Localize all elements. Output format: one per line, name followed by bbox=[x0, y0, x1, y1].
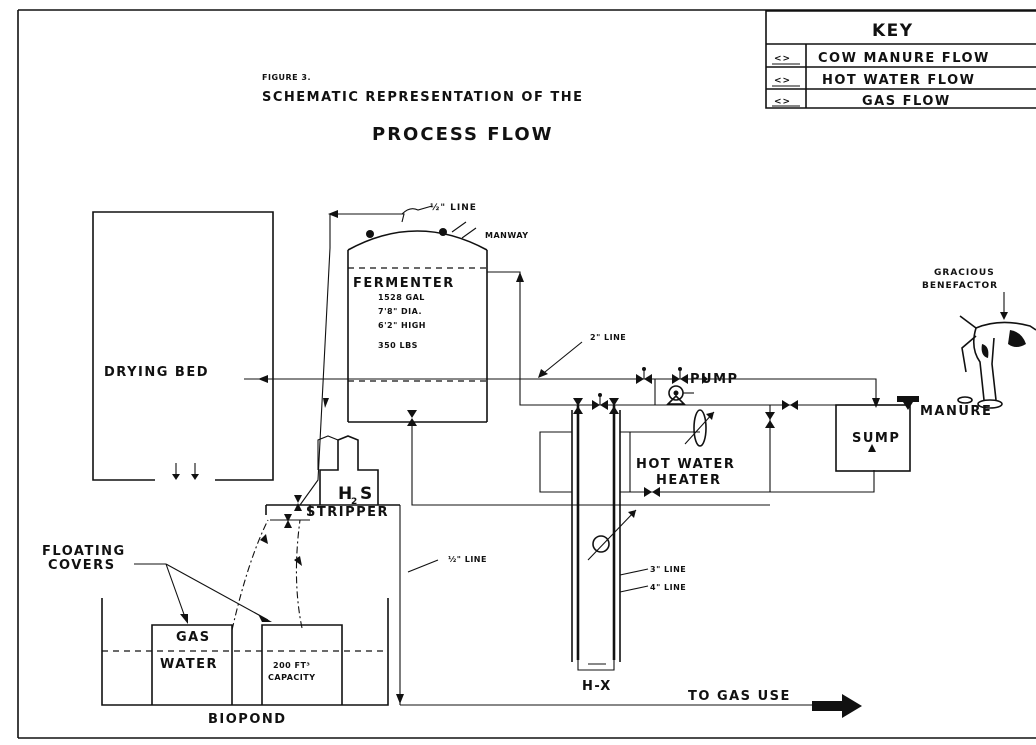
valves-2in bbox=[636, 367, 708, 384]
manway-label: MANWAY bbox=[485, 231, 529, 240]
gas-label: GAS bbox=[176, 630, 211, 645]
four-inch-line-label: 4" LINE bbox=[650, 583, 686, 592]
figure-label: FIGURE 3. bbox=[262, 73, 311, 82]
gracious-label-line2: BENEFACTOR bbox=[922, 281, 998, 291]
h2s-label-h: H bbox=[338, 484, 354, 504]
biopond-label: BIOPOND bbox=[208, 712, 287, 727]
sump: SUMP MANURE bbox=[835, 396, 992, 472]
to-gas-use-label: TO GAS USE bbox=[688, 689, 791, 704]
key-item-cow-manure-flow: COW MANURE FLOW bbox=[818, 51, 990, 66]
half-line-mid-label: ½" LINE bbox=[448, 554, 487, 564]
key-table: KEY <> <> <> COW MANURE FLOW HOT WATER F… bbox=[765, 10, 1036, 109]
to-gas-use-arrow: TO GAS USE bbox=[688, 689, 862, 718]
valves-header bbox=[592, 393, 798, 410]
half-line-top-label: ½" LINE bbox=[430, 202, 477, 213]
stripper-label: STRIPPER bbox=[306, 505, 389, 520]
two-inch-line-label: 2" LINE bbox=[590, 333, 626, 342]
fermenter-spec-volume: 1528 GAL bbox=[378, 293, 425, 302]
biopond: GAS WATER 200 FT³ CAPACITY BIOPOND bbox=[101, 598, 389, 727]
fermenter-spec-height: 6'2" HIGH bbox=[378, 321, 426, 330]
fermenter-spec-weight: 350 LBS bbox=[378, 341, 418, 350]
diagram-title-line1: SCHEMATIC REPRESENTATION OF THE bbox=[262, 90, 584, 105]
capacity-label-line1: 200 FT³ bbox=[273, 661, 310, 670]
drying-bed: DRYING BED bbox=[92, 211, 274, 481]
page-frame bbox=[17, 9, 1036, 739]
hot-water-heater-label-line1: HOT WATER bbox=[636, 457, 735, 472]
hx-label: H-X bbox=[582, 679, 612, 694]
pump-label: PUMP bbox=[690, 372, 739, 387]
fermenter-label: FERMENTER bbox=[353, 276, 455, 291]
hot-water-loop: HOT WATER HEATER bbox=[539, 405, 875, 497]
key-title: KEY bbox=[872, 21, 914, 41]
key-item-hot-water-flow: HOT WATER FLOW bbox=[822, 73, 976, 88]
floating-covers-label-line2: COVERS bbox=[48, 558, 116, 573]
h2s-label-s: S bbox=[360, 484, 374, 504]
hot-water-heater-label-line2: HEATER bbox=[656, 473, 722, 488]
key-item-gas-flow: GAS FLOW bbox=[862, 94, 951, 109]
three-inch-line-label: 3" LINE bbox=[650, 565, 686, 574]
sump-label: SUMP bbox=[852, 431, 900, 446]
h2s-label-sub: 2 bbox=[351, 497, 358, 507]
capacity-label-line2: CAPACITY bbox=[268, 673, 315, 682]
pump: PUMP bbox=[666, 372, 739, 405]
gracious-label-line1: GRACIOUS bbox=[934, 268, 995, 278]
key-symbol-manure: <> bbox=[774, 54, 791, 64]
key-symbol-gas: <> bbox=[774, 97, 791, 107]
water-label: WATER bbox=[160, 657, 218, 672]
fermenter-tank: FERMENTER 1528 GAL 7'8" DIA. 6'2" HIGH 3… bbox=[347, 228, 488, 423]
manure-label: MANURE bbox=[920, 404, 992, 419]
fermenter-spec-diameter: 7'8" DIA. bbox=[378, 307, 422, 316]
diagram-title-line2: PROCESS FLOW bbox=[372, 124, 554, 145]
heat-exchanger: H-X bbox=[571, 398, 637, 694]
h2s-stripper: H 2 S STRIPPER bbox=[265, 435, 400, 528]
key-symbol-hotwater: <> bbox=[774, 76, 791, 86]
floating-covers-label-line1: FLOATING bbox=[42, 544, 126, 559]
cow-illustration: GRACIOUS BENEFACTOR bbox=[922, 268, 1036, 409]
drying-bed-label: DRYING BED bbox=[104, 365, 209, 380]
